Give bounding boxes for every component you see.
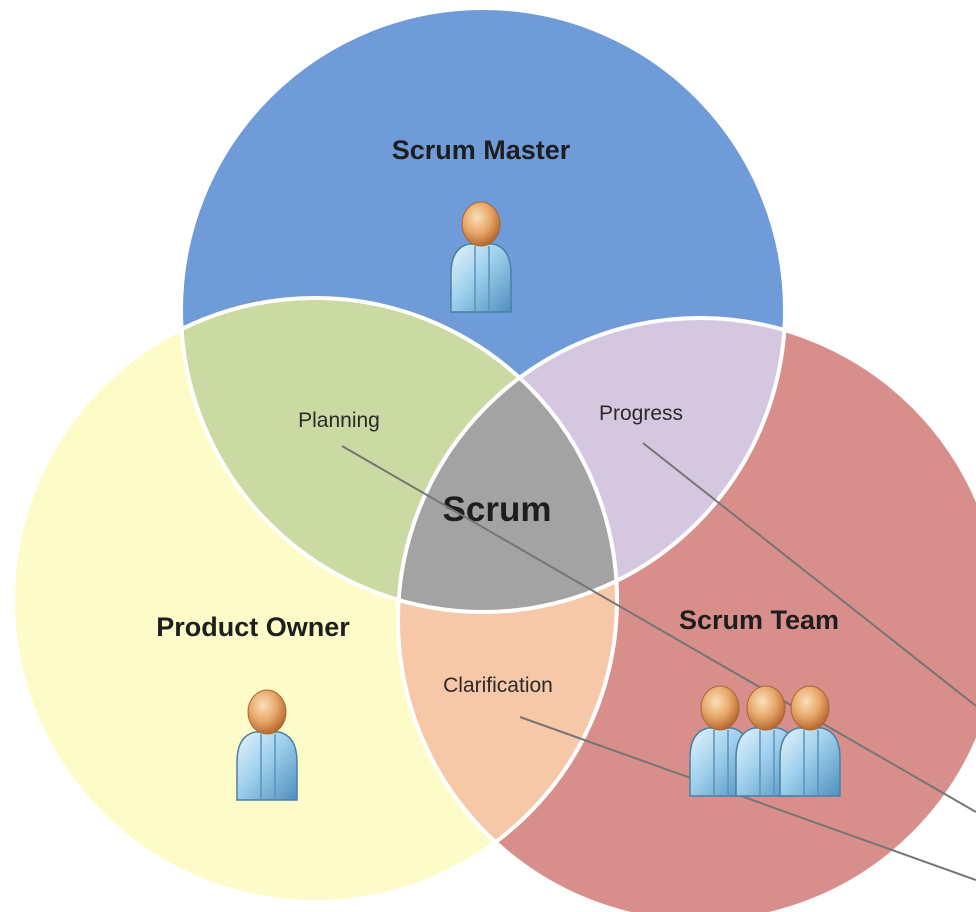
planning-pointer-line [341, 445, 976, 813]
clarification-label: Clarification [443, 674, 553, 697]
scrum-team-label: Scrum Team [679, 605, 839, 635]
progress-label: Progress [599, 402, 683, 425]
progress-pointer-line [642, 442, 976, 707]
clarification-pointer-line [519, 716, 976, 881]
scrum-team-people-group-icon [689, 685, 841, 797]
circle-outlines [11, 6, 976, 912]
scrum-center-label: Scrum [443, 490, 552, 529]
pointer-lines [341, 442, 976, 881]
product-owner-label: Product Owner [156, 612, 350, 642]
scrum-master-label: Scrum Master [392, 135, 571, 165]
planning-label: Planning [298, 409, 380, 432]
scrum-center-overlap [398, 318, 617, 612]
